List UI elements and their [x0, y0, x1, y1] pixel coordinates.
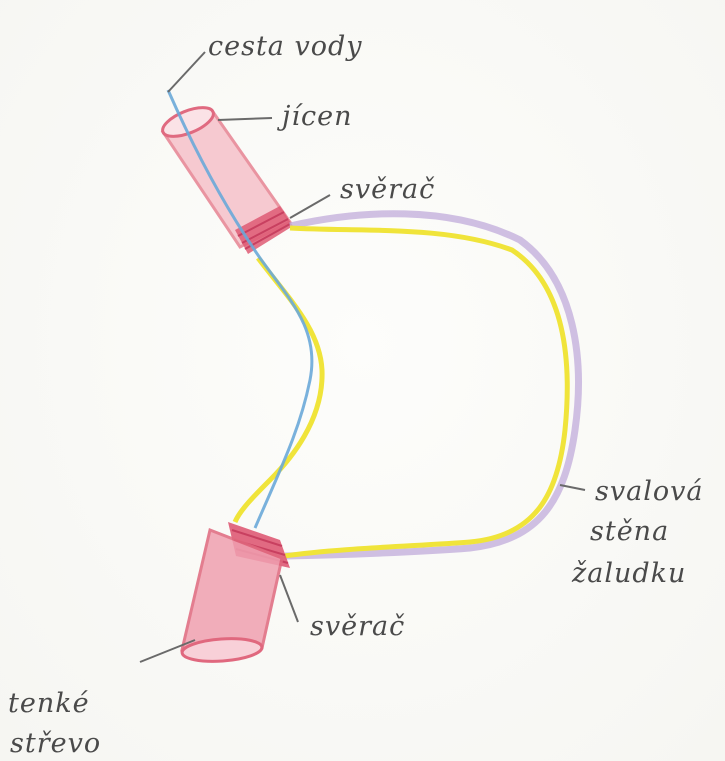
leader-bottom-sphincter — [280, 575, 298, 622]
label-stomach-wall-3: žaludku — [571, 558, 686, 589]
label-stomach-wall-1: svalová — [595, 476, 703, 507]
label-stomach-wall-2: stěna — [590, 516, 669, 547]
label-top-sphincter: svěrač — [340, 174, 435, 205]
label-bottom-sphincter: svěrač — [310, 611, 405, 642]
label-esophagus: jícen — [277, 101, 353, 132]
label-intestine-2: střevo — [10, 728, 101, 759]
leader-top-sphincter — [290, 195, 330, 218]
label-water-path: cesta vody — [208, 31, 363, 62]
leader-water-path — [168, 52, 205, 92]
stomach-wall-outer-shading — [285, 214, 578, 556]
stomach-wall-yellow — [284, 228, 567, 556]
leader-esophagus — [218, 118, 272, 120]
leader-stomach-wall — [560, 485, 585, 490]
label-intestine-1: tenké — [8, 688, 90, 719]
